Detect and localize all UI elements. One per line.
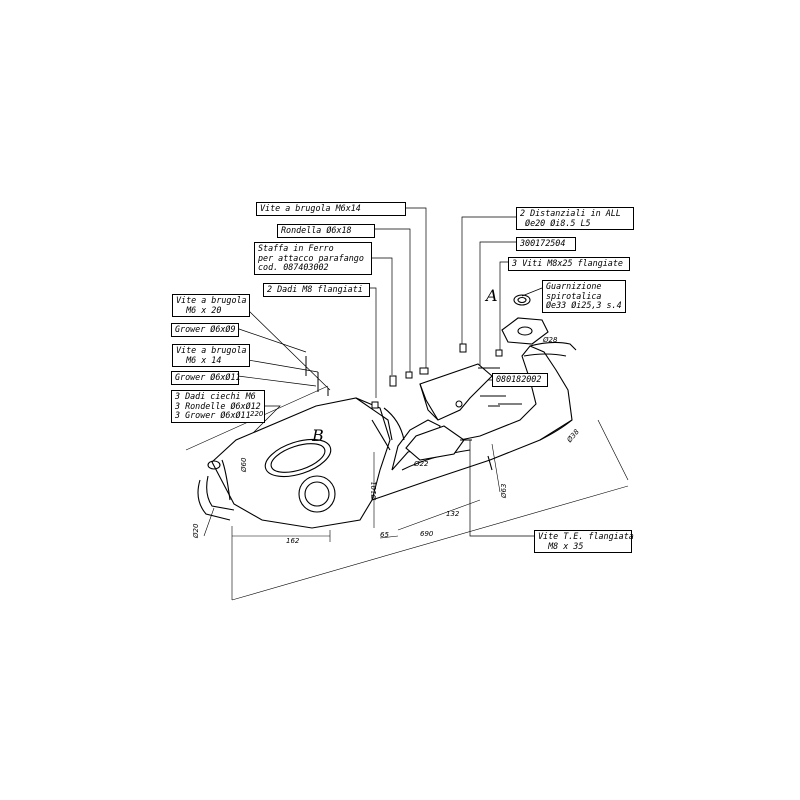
- label-code-300: 300172504: [516, 237, 576, 251]
- dim-d28: Ø28: [543, 336, 558, 344]
- label-vite-te: Vite T.E. flangiata M8 x 35: [534, 530, 634, 554]
- dim-132: 132: [446, 510, 460, 518]
- label-distanziali: 2 Distanziali in ALL Øe20 Øi8.5 L5: [516, 207, 634, 231]
- label-vite-m6x14: Vite a brugola M6x14: [256, 202, 406, 216]
- dim-690: 690: [420, 530, 434, 538]
- label-grower-6x11: Grower Ø6xØ11: [171, 371, 241, 385]
- label-dadi-m8: 2 Dadi M8 flangiati: [263, 283, 370, 297]
- label-grower-6x9: Grower Ø6xØ9: [171, 323, 239, 337]
- dim-d20: Ø20: [192, 523, 200, 538]
- label-viti-m8x25: 3 Viti M8x25 flangiate: [508, 257, 630, 271]
- bracket: [405, 363, 493, 461]
- dim-d101: Ø101: [370, 481, 378, 500]
- label-vite-m6x20: Vite a brugola M6 x 20: [172, 294, 250, 318]
- dim-162: 162: [286, 537, 300, 545]
- tail-pipe: [197, 460, 235, 521]
- label-staffa: Staffa in Ferro per attacco parafango co…: [254, 242, 372, 275]
- bolts: [305, 343, 522, 441]
- label-vite-m6x14b: Vite a brugola M6 x 14: [172, 344, 250, 368]
- dimension-lines: [185, 385, 629, 601]
- dim-d22: Ø22: [414, 460, 429, 468]
- dim-220: 220: [250, 410, 264, 418]
- silencer: [211, 397, 393, 529]
- dim-d63: Ø63: [500, 483, 508, 498]
- label-code-080: 080182002: [492, 373, 548, 387]
- exhaust-flange: [501, 294, 549, 345]
- label-dadi-ciechi: 3 Dadi ciechi M6 3 Rondelle Ø6xØ12 3 Gro…: [171, 390, 265, 423]
- label-guarnizione: Guarnizione spirotalica Øe33 Øi25,3 s.4: [542, 280, 626, 313]
- dim-65: 65: [380, 531, 389, 539]
- label-rondella: Rondella Ø6x18: [277, 224, 375, 238]
- view-letter-b: B: [312, 426, 324, 445]
- dim-d60: Ø60: [240, 457, 248, 472]
- view-letter-a: A: [486, 286, 498, 305]
